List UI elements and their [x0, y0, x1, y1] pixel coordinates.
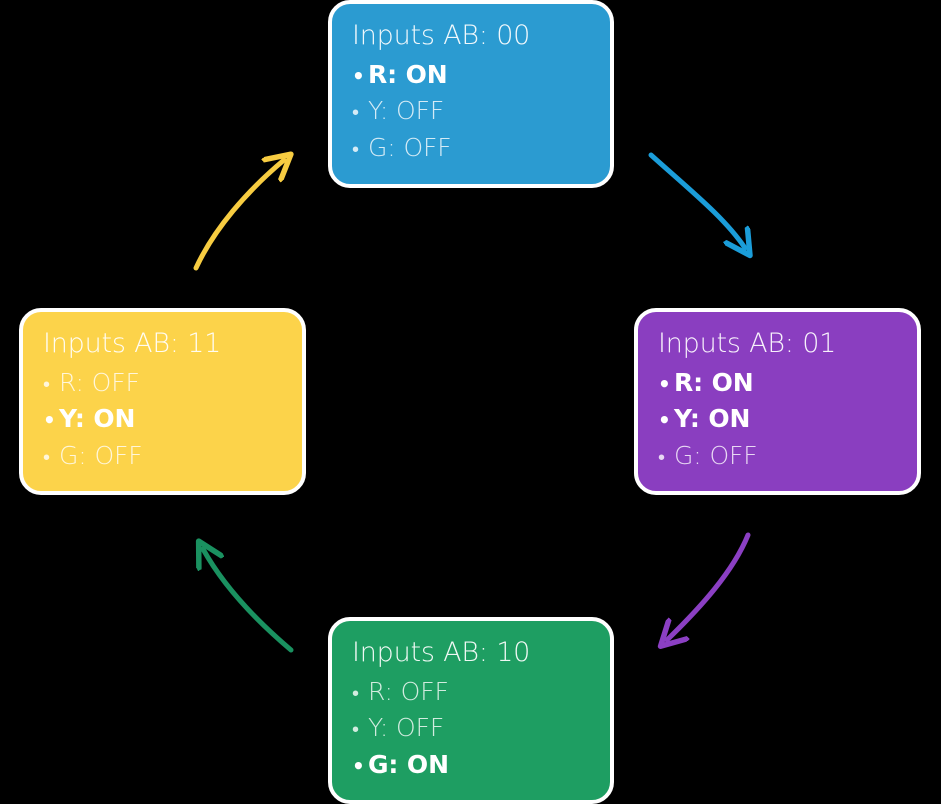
state-node-title: Inputs AB: 00 [352, 20, 531, 51]
signal-list: • R: OFF • Y: OFF • G: ON [352, 674, 590, 784]
state-node-title: Inputs AB: 10 [352, 637, 531, 668]
bullet-icon: • [352, 717, 359, 742]
state-node-inputs-00[interactable]: Inputs AB: 00 • R: ON • Y: OFF • G: OFF [328, 0, 614, 188]
signal-item-g: • G: ON [352, 747, 590, 784]
signal-item-r: • R: ON [352, 57, 590, 94]
bullet-icon: • [352, 680, 359, 705]
signal-item-g: • G: OFF [658, 438, 897, 475]
bullet-icon: • [352, 136, 359, 161]
bullet-icon: • [352, 753, 365, 778]
signal-item-y: • Y: OFF [352, 93, 590, 130]
signal-label: G: OFF [59, 440, 143, 470]
signal-label: G: ON [368, 749, 449, 779]
signal-item-g: • G: OFF [352, 130, 590, 167]
bullet-icon: • [658, 371, 671, 396]
state-node-title: Inputs AB: 11 [43, 328, 222, 359]
bullet-icon: • [43, 371, 50, 396]
signal-list: • R: ON • Y: OFF • G: OFF [352, 57, 590, 167]
signal-item-r: • R: OFF [352, 674, 590, 711]
bullet-icon: • [352, 63, 365, 88]
arrow-bottom-to-left [203, 549, 294, 653]
signal-item-y: • Y: ON [658, 401, 897, 438]
signal-item-r: • R: ON [658, 365, 897, 402]
signal-label: Y: ON [674, 404, 751, 434]
bullet-icon: • [658, 408, 671, 433]
signal-label: R: ON [368, 59, 448, 89]
state-node-inputs-01[interactable]: Inputs AB: 01 • R: ON • Y: ON • G: OFF [634, 308, 921, 495]
arrow-right-to-bottom [667, 532, 751, 640]
signal-label: R: OFF [59, 367, 140, 397]
bullet-icon: • [43, 444, 50, 469]
signal-list: • R: OFF • Y: ON • G: OFF [43, 365, 282, 475]
signal-label: G: OFF [368, 132, 452, 162]
bullet-icon: • [658, 444, 665, 469]
signal-label: G: OFF [674, 440, 758, 470]
bullet-icon: • [43, 408, 56, 433]
signal-label: Y: ON [59, 404, 136, 434]
signal-label: Y: OFF [368, 713, 445, 743]
state-node-inputs-11[interactable]: Inputs AB: 11 • R: OFF • Y: ON • G: OFF [19, 308, 306, 495]
signal-item-y: • Y: ON [43, 401, 282, 438]
bullet-icon: • [352, 100, 359, 125]
signal-item-y: • Y: OFF [352, 710, 590, 747]
arrow-top-to-right [648, 152, 745, 248]
signal-label: R: OFF [368, 676, 449, 706]
signal-list: • R: ON • Y: ON • G: OFF [658, 365, 897, 475]
state-node-title: Inputs AB: 01 [658, 328, 837, 359]
state-node-inputs-10[interactable]: Inputs AB: 10 • R: OFF • Y: OFF • G: ON [328, 617, 614, 804]
signal-item-g: • G: OFF [43, 438, 282, 475]
arrow-left-to-top [193, 160, 284, 271]
signal-label: R: ON [674, 367, 754, 397]
signal-item-r: • R: OFF [43, 365, 282, 402]
signal-label: Y: OFF [368, 96, 445, 126]
